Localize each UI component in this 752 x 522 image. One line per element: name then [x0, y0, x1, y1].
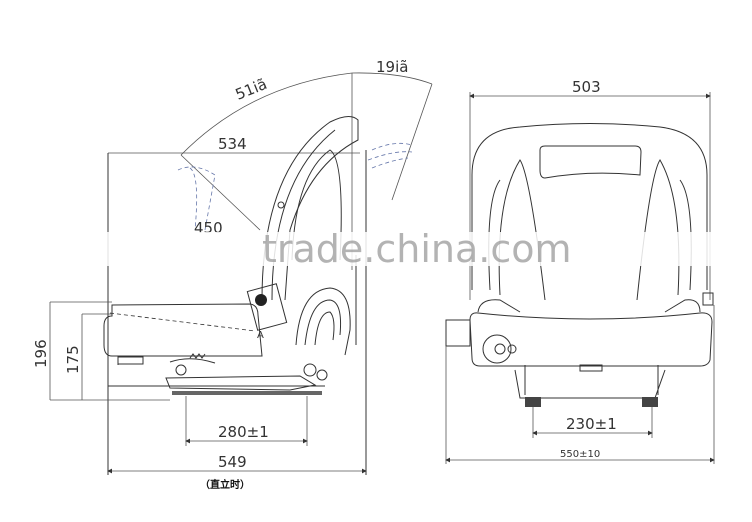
backrest-outline	[261, 116, 359, 301]
dim-549: 549	[218, 453, 247, 471]
dim-backrest-back: 19iã	[376, 58, 408, 76]
seat-cushion-side	[103, 303, 263, 357]
angle-arc-forward	[180, 72, 353, 156]
dim-534: 534	[218, 135, 247, 153]
dim-175: 175	[64, 345, 82, 374]
dim-280: 280±1	[218, 423, 269, 441]
upright-caption: （直立时）	[200, 478, 250, 491]
side-view: A 51iã 19iã 534 450 196 175 280±1 549	[32, 58, 433, 491]
dim-backrest-forward: 51iã	[233, 75, 270, 104]
watermark-text: trade.china.com	[262, 227, 572, 271]
angle-arc-back	[351, 72, 433, 85]
svg-text:A: A	[257, 330, 264, 341]
dim-550: 550±10	[560, 449, 600, 460]
backrest-front	[471, 123, 708, 290]
slide-rail	[172, 391, 322, 395]
dim-503: 503	[572, 78, 601, 96]
front-view: 503 230±1 550±10	[445, 78, 715, 464]
seat-cushion-front	[469, 312, 713, 367]
dim-196: 196	[32, 339, 50, 368]
dim-230: 230±1	[566, 415, 617, 433]
watermark: trade.china.com	[100, 227, 720, 271]
